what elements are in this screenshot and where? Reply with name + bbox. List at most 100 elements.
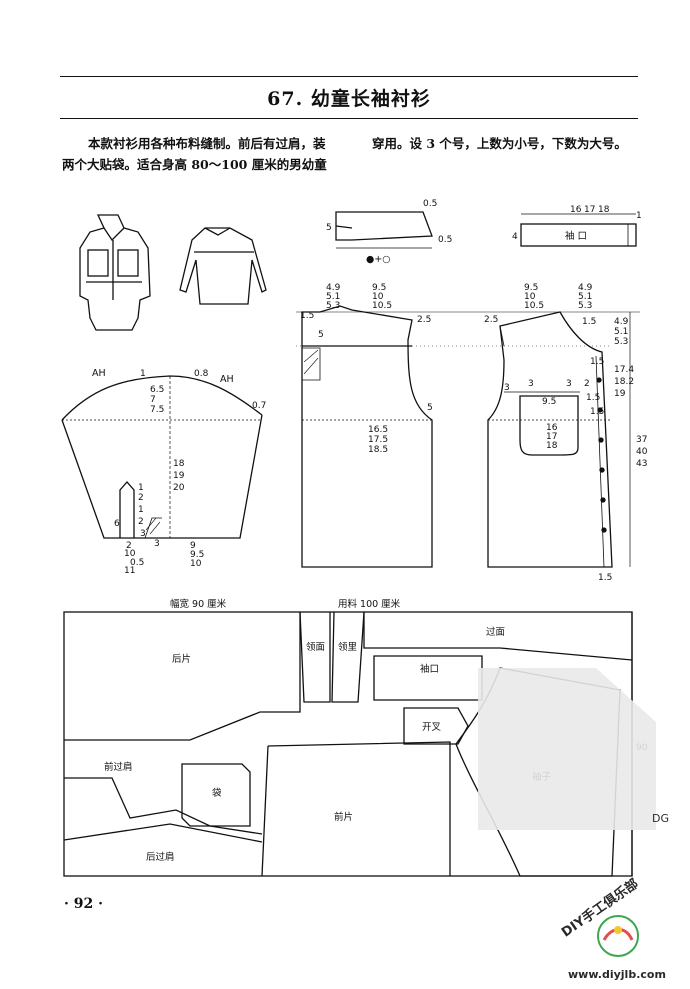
piece-pocket: 袋	[212, 787, 222, 799]
piece-placket: 开叉	[422, 722, 442, 733]
back-armhole-left: 2.5	[417, 315, 431, 325]
piece-collar-face: 领面	[306, 641, 325, 653]
piece-cuff: 袖口	[420, 663, 439, 675]
sleeve-length-0: 18	[173, 459, 185, 469]
watermark: DG DIY手工俱乐部 www.diyjlb.com	[478, 668, 669, 981]
back-neck-depth-2: 5.3	[326, 301, 340, 311]
sleeve-cap-height-0: 6.5	[150, 385, 164, 395]
sleeve-cap-height-2: 7.5	[150, 405, 164, 415]
page-number: · 92 ·	[64, 896, 103, 912]
piece-collar-lining: 领里	[338, 641, 357, 653]
sleeve-bottom-left-1: 10	[124, 549, 136, 559]
front-depth-1: 18.2	[614, 377, 634, 387]
back-labels: 4.9 5.1 5.3 9.5 10 10.5 1.5 2.5 5 5 16.5…	[300, 283, 433, 455]
back-body-pattern	[301, 305, 433, 568]
front-neck-depth-side-1: 5.1	[614, 327, 628, 337]
title-rule	[60, 118, 638, 119]
back-chest-1: 17.5	[368, 435, 388, 445]
sleeve-cap-right: 0.8	[194, 369, 209, 379]
intro-line-3: 穿用。设 3 个号，上数为小号，下数为大号。	[372, 136, 627, 151]
front-length-0: 37	[636, 435, 647, 445]
intro-line-2: 两个大贴袋。适合身高 80～100 厘米的男幼童	[62, 157, 327, 172]
front-hem: 1.5	[598, 573, 612, 583]
cuff-left-num: 4	[512, 232, 518, 242]
front-neck-depth-side-2: 5.3	[614, 337, 628, 347]
placket-0: 1	[138, 483, 144, 493]
sleeve-bottom-left-2: 0.5	[130, 558, 144, 568]
collar-symbol: ●+○	[366, 254, 391, 265]
front-length-1: 40	[636, 447, 648, 457]
sleeve-cap-height-1: 7	[150, 395, 156, 405]
back-neck-depth-1: 5.1	[326, 292, 340, 302]
collar-label-0: 0.5	[423, 199, 437, 209]
placket-3: 2	[138, 517, 144, 527]
sleeve-bottom-left-3: 11	[124, 566, 135, 576]
front-neck-2: 10.5	[524, 301, 544, 311]
front-pocket-side-0: 16	[546, 423, 558, 433]
sleeve-pattern	[61, 375, 263, 539]
top-rule	[60, 76, 638, 77]
back-neck-1: 10	[372, 292, 384, 302]
back-yoke: 5	[318, 330, 324, 340]
layout-labels: 幅宽 90 厘米 用料 100 厘米 90 后片 领面 领里 过面 袖口 开叉 …	[104, 598, 648, 863]
cuff-labels: 袖 口 4 1 16 17 18	[512, 205, 642, 242]
shirt-back-sketch	[179, 227, 267, 305]
front-neck-1: 10	[524, 292, 536, 302]
cuff-right-num: 1	[636, 211, 642, 221]
sleeve-bottom-right-0: 9	[190, 541, 196, 551]
piece-front: 前片	[334, 811, 353, 823]
sleeve-ah-left: AH	[92, 368, 106, 379]
front-neck-depth-side-0: 4.9	[614, 317, 629, 327]
sleeve-length-2: 20	[173, 483, 185, 493]
placket-4: 6	[114, 519, 120, 529]
front-neck-0: 9.5	[524, 283, 538, 293]
layout-fabric-label: 用料 100 厘米	[338, 598, 401, 610]
placket-6: 3	[154, 539, 160, 549]
intro-line-1: 本款衬衫用各种布料缝制。前后有过肩，装	[88, 136, 326, 151]
front-mark-2: 1.5	[586, 393, 600, 403]
piece-back-yoke-face: 过面	[486, 626, 505, 638]
sleeve-bottom-left-0: 2	[126, 541, 132, 551]
back-chest-2: 18.5	[368, 445, 388, 455]
back-shoulder: 1.5	[300, 311, 314, 321]
front-armhole-2: 3	[566, 379, 572, 389]
front-body-pattern	[487, 311, 631, 568]
front-mark-3: 1.5	[590, 407, 604, 417]
cuff-pattern	[520, 213, 637, 247]
front-pocket-top: 9.5	[542, 397, 556, 407]
front-neck-depth-top-1: 5.1	[578, 292, 592, 302]
watermark-url: www.diyjlb.com	[568, 968, 666, 981]
front-armhole-1: 3	[528, 379, 534, 389]
collar-labels: 0.5 5 0.5 ●+○	[326, 199, 452, 265]
front-shoulder-left: 2.5	[484, 315, 498, 325]
back-neck-2: 10.5	[372, 301, 392, 311]
shirt-front-sketch	[79, 214, 151, 331]
collar-label-2: 0.5	[438, 235, 452, 245]
front-labels: 9.5 10 10.5 4.9 5.1 5.3 2.5 1.5 4.9 5.1 …	[484, 283, 648, 583]
front-neck-depth-top-0: 4.9	[578, 283, 593, 293]
watermark-tag: DG	[652, 812, 669, 825]
front-armhole-0: 3	[504, 383, 510, 393]
piece-back-yoke: 后过肩	[146, 851, 175, 863]
cuff-measure-2: 18	[598, 205, 610, 215]
front-mark-0: 2	[584, 379, 590, 389]
front-length-2: 43	[636, 459, 647, 469]
sleeve-cap-top: 1	[140, 369, 146, 379]
sleeve-ah-right: AH	[220, 374, 234, 385]
sleeve-bottom-right-1: 9.5	[190, 550, 204, 560]
cuff-label: 袖 口	[565, 230, 587, 242]
layout-width-label: 幅宽 90 厘米	[170, 598, 227, 610]
sleeve-labels: AH AH 1 0.8 0.7 6.5 7 7.5 18 19 20 1 2 1…	[92, 368, 266, 576]
sleeve-cap-side: 0.7	[252, 401, 266, 411]
front-mark-1: 1.5	[590, 357, 604, 367]
back-neck-depth-0: 4.9	[326, 283, 341, 293]
piece-front-yoke: 前过肩	[104, 761, 133, 773]
front-neck-depth-top-2: 5.3	[578, 301, 592, 311]
back-armhole-mark: 5	[427, 403, 433, 413]
front-depth-0: 17.4	[614, 365, 634, 375]
front-shoulder-right: 1.5	[582, 317, 596, 327]
page-title: 67. 幼童长袖衬衫	[267, 88, 431, 110]
sleeve-bottom-right-2: 10	[190, 559, 202, 569]
piece-back: 后片	[172, 653, 191, 665]
